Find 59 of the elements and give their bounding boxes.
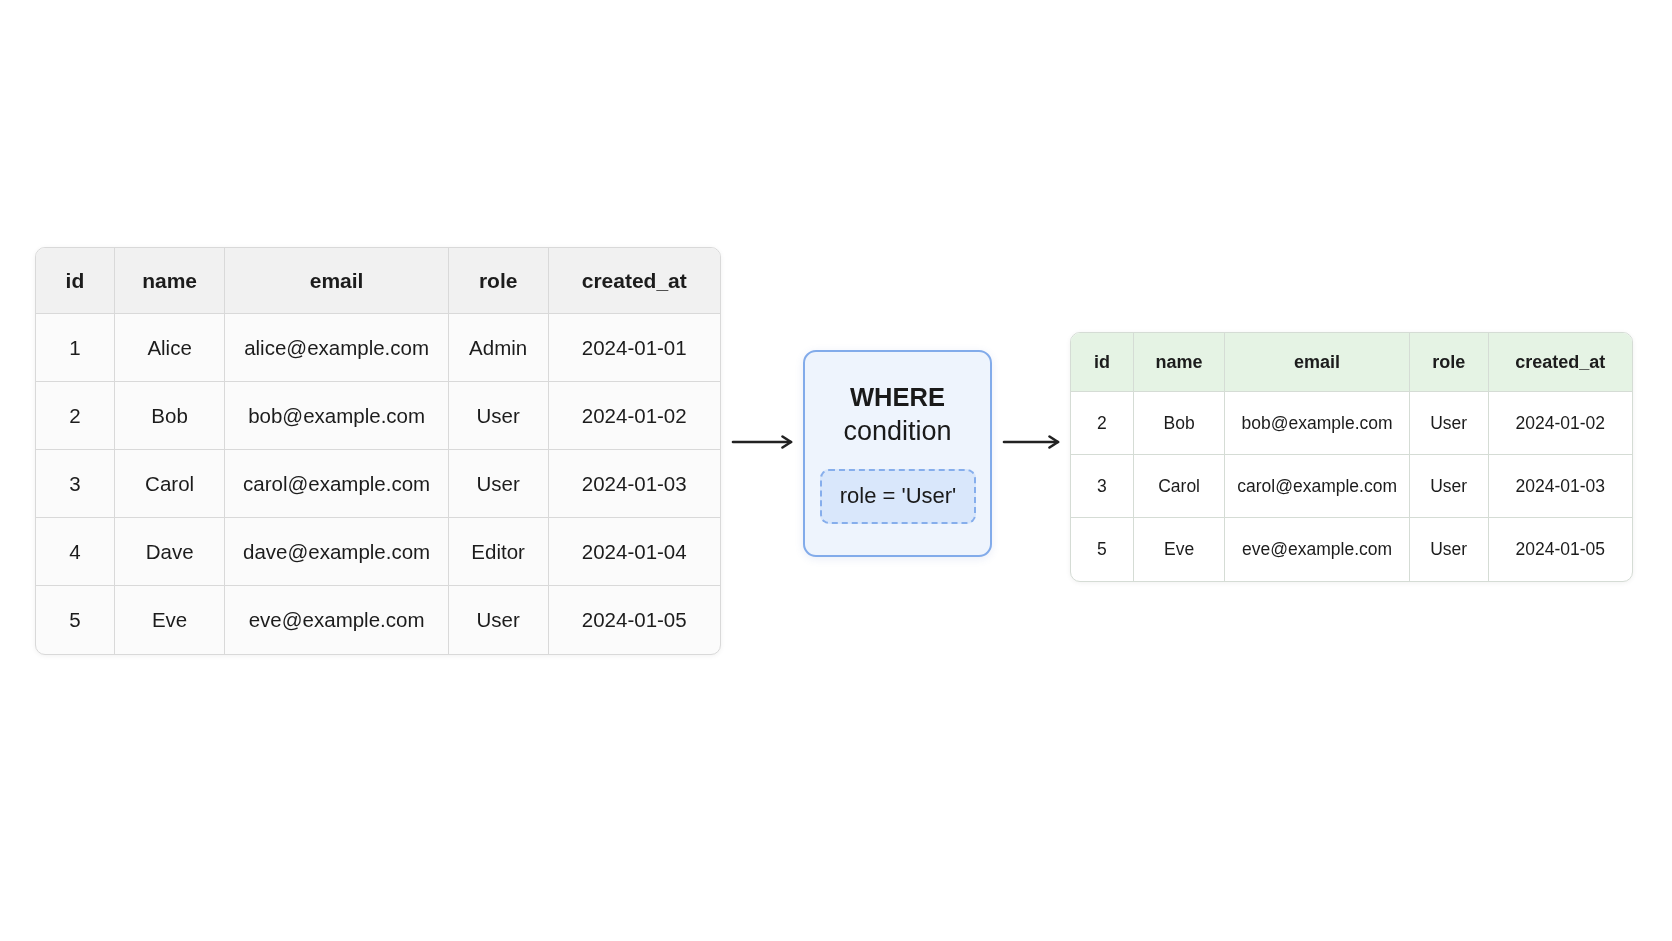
keyword-text: WHERE (850, 382, 945, 413)
table-cell: User (1409, 518, 1489, 581)
table-cell: bob@example.com (225, 382, 449, 450)
table-cell: 2024-01-04 (548, 518, 720, 586)
table-cell: Alice (114, 314, 226, 382)
arrow (731, 435, 793, 449)
table-cell: bob@example.com (1225, 392, 1410, 455)
table-cell: 2024-01-01 (548, 314, 720, 382)
table-cell: carol@example.com (1225, 455, 1410, 518)
header-cell: email (225, 248, 449, 314)
table-cell: dave@example.com (225, 518, 449, 586)
table-cell: 2 (1071, 392, 1134, 455)
table-cell: User (448, 586, 549, 654)
table-cell: Carol (1133, 455, 1226, 518)
table-cell: 5 (1071, 518, 1134, 581)
table-cell-text: 2024-01-05 (580, 607, 688, 633)
table-cell: 4 (36, 518, 115, 586)
table-cell: Eve (114, 586, 226, 654)
table-cell-text: 2024-01-05 (1514, 538, 1606, 561)
table-cell: carol@example.com (225, 450, 449, 518)
header-cell: name (1133, 333, 1226, 392)
expression-text: role = 'User' (839, 483, 957, 510)
table-cell: Bob (114, 382, 226, 450)
header-cell: created_at (1488, 333, 1632, 392)
table-cell: 5 (36, 586, 115, 654)
table-cell: eve@example.com (1225, 518, 1410, 581)
header-cell: email (1225, 333, 1410, 392)
table-cell: 2 (36, 382, 115, 450)
table-cell: 2024-01-02 (1488, 392, 1632, 455)
data-table (35, 247, 721, 655)
header-cell: name (114, 248, 226, 314)
table-cell: 3 (1071, 455, 1134, 518)
data-table (1070, 332, 1633, 582)
arrow (1002, 435, 1060, 449)
condition-box (820, 469, 976, 524)
table-cell: User (1409, 455, 1489, 518)
table-cell: 2024-01-02 (548, 382, 720, 450)
header-cell: id (1071, 333, 1134, 392)
filter-box (803, 350, 992, 557)
table-cell: Bob (1133, 392, 1226, 455)
table-cell: User (448, 450, 549, 518)
header-cell: id (36, 248, 115, 314)
header-cell: created_at (548, 248, 720, 314)
header-cell: role (1409, 333, 1489, 392)
table-cell: Dave (114, 518, 226, 586)
table-cell: Carol (114, 450, 226, 518)
table-cell: 2024-01-03 (548, 450, 720, 518)
table-cell: User (1409, 392, 1489, 455)
table-cell: Editor (448, 518, 549, 586)
table-cell: 1 (36, 314, 115, 382)
table-cell: User (448, 382, 549, 450)
table-cell: Admin (448, 314, 549, 382)
table-cell: eve@example.com (225, 586, 449, 654)
table-cell: 3 (36, 450, 115, 518)
header-cell: role (448, 248, 549, 314)
label-text: condition (843, 414, 952, 447)
table-cell: Eve (1133, 518, 1226, 581)
table-cell: alice@example.com (225, 314, 449, 382)
table-cell: 2024-01-03 (1488, 455, 1632, 518)
